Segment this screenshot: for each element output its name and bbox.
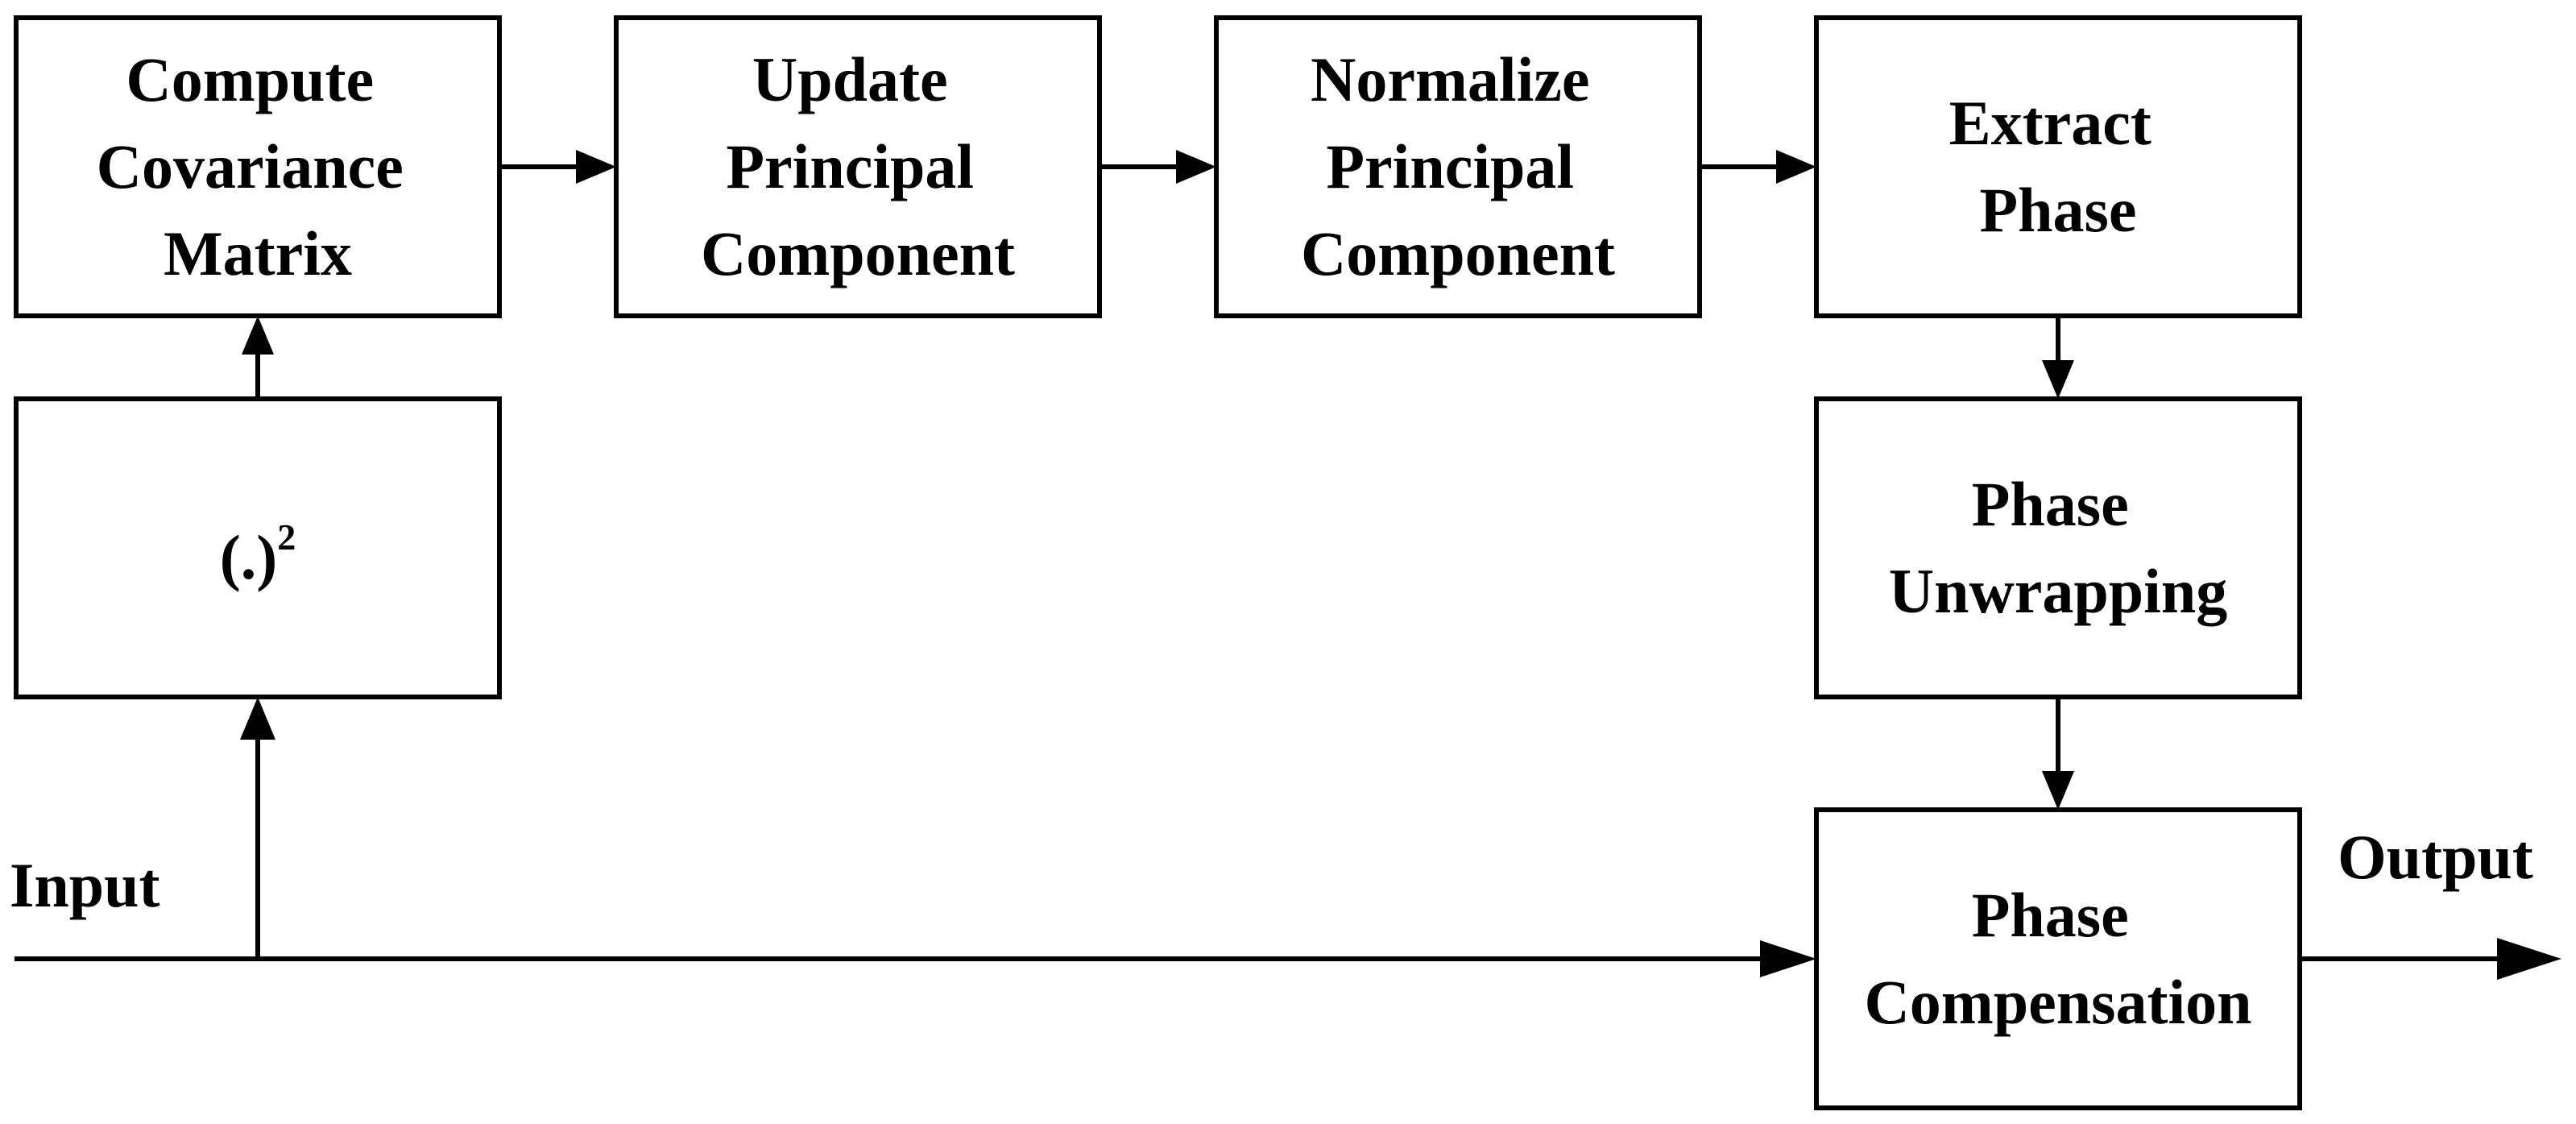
input-signal-line [14,940,1816,977]
output-label: Output [2338,822,2533,892]
block-compute-covariance: Compute Covariance Matrix [14,15,502,318]
block-phase-unwrapping: Phase Unwrapping [1814,396,2302,699]
output-signal-line [2300,938,2562,980]
arrow-square-to-covariance [242,316,274,399]
arrow-unwrap-to-compensation [2042,697,2074,810]
arrow-covariance-to-update [499,150,616,184]
block-phase-unwrapping-label: Phase Unwrapping [1889,469,2227,626]
arrow-update-to-normalize [1100,150,1216,184]
block-update-principal: Update Principal Component [614,15,1102,318]
block-compute-covariance-label: Compute Covariance Matrix [97,44,420,288]
block-normalize-principal-label: Normalize Principal Component [1301,44,1615,288]
block-square-label: (.)2 [220,516,296,592]
block-extract-phase-label: Extract Phase [1949,88,2168,245]
arrow-normalize-to-extract [1700,150,1816,184]
block-extract-phase: Extract Phase [1814,15,2302,318]
arrow-input-to-square [240,697,275,959]
arrow-extract-to-unwrap [2042,316,2074,399]
block-square: (.)2 [14,396,502,699]
block-phase-compensation-label: Phase Compensation [1864,880,2251,1037]
input-label: Input [10,850,159,920]
block-phase-compensation: Phase Compensation [1814,807,2302,1110]
block-normalize-principal: Normalize Principal Component [1214,15,1702,318]
block-update-principal-label: Update Principal Component [701,44,1015,288]
